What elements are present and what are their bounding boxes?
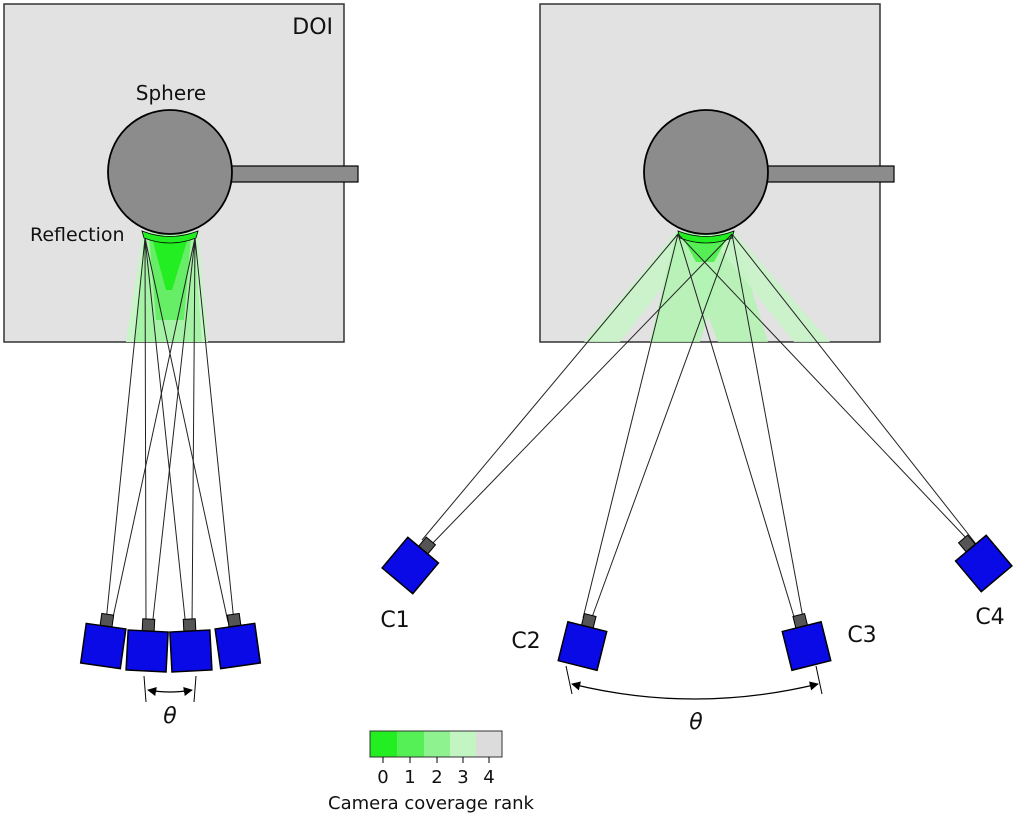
- rays-right: [421, 233, 977, 621]
- camera-label-c2: C2: [511, 629, 540, 654]
- reflection-spot: [141, 230, 199, 244]
- legend-swatch-1: [397, 731, 424, 757]
- legend-rank-3: 3: [457, 767, 468, 788]
- legend-rank-2: 2: [431, 767, 442, 788]
- camera-label-c1: C1: [380, 608, 409, 633]
- sphere-rod-right: [761, 165, 895, 183]
- camera-left-1: [79, 612, 127, 670]
- reflection-label: Reflection: [30, 224, 125, 246]
- camera-left-4: [214, 612, 262, 670]
- theta-tick-left-a: [143, 675, 147, 703]
- theta-arc-right: [571, 681, 819, 700]
- camera-label-c3: C3: [847, 623, 876, 648]
- legend-swatch-3: [450, 731, 476, 757]
- legend-swatch-2: [424, 731, 450, 757]
- theta-arc-left: [147, 686, 193, 696]
- sphere-rod-left: [225, 165, 359, 183]
- doi-label: DOI: [292, 15, 333, 40]
- camera-c2: [557, 612, 608, 672]
- theta-label-right: θ: [689, 710, 703, 735]
- coverage-legend: 0 1 2 3 4 Camera coverage rank: [328, 730, 535, 814]
- coverage-rank-4-left: [152, 238, 188, 290]
- camera-left-3: [169, 618, 213, 673]
- sphere-right: [643, 109, 769, 235]
- legend-frame: [369, 730, 503, 758]
- rays-left: [105, 237, 235, 629]
- theta-tick-left-b: [193, 675, 197, 703]
- legend-swatch-4: [476, 731, 502, 757]
- theta-tick-right-a: [565, 665, 573, 695]
- camera-label-c4: C4: [975, 605, 1004, 630]
- theta-label-left: θ: [163, 704, 177, 729]
- camera-c4: [954, 534, 1013, 593]
- left-panel: DOI Sphere Reflection θ: [3, 3, 359, 729]
- legend-rank-0: 0: [377, 767, 388, 788]
- legend-rank-1: 1: [404, 767, 415, 788]
- legend-swatch-0: [370, 731, 397, 757]
- camera-c3: [781, 612, 832, 672]
- legend-rank-4: 4: [483, 767, 494, 788]
- theta-tick-right-b: [815, 665, 823, 695]
- legend-title: Camera coverage rank: [328, 793, 534, 814]
- camera-left-2: [125, 618, 169, 673]
- right-panel: C1 C2 C3 C4 θ: [380, 3, 1013, 735]
- sphere-label: Sphere: [136, 81, 206, 105]
- sphere-left: [107, 109, 233, 235]
- camera-c1: [381, 536, 440, 595]
- reflection-spot-right: [677, 230, 735, 244]
